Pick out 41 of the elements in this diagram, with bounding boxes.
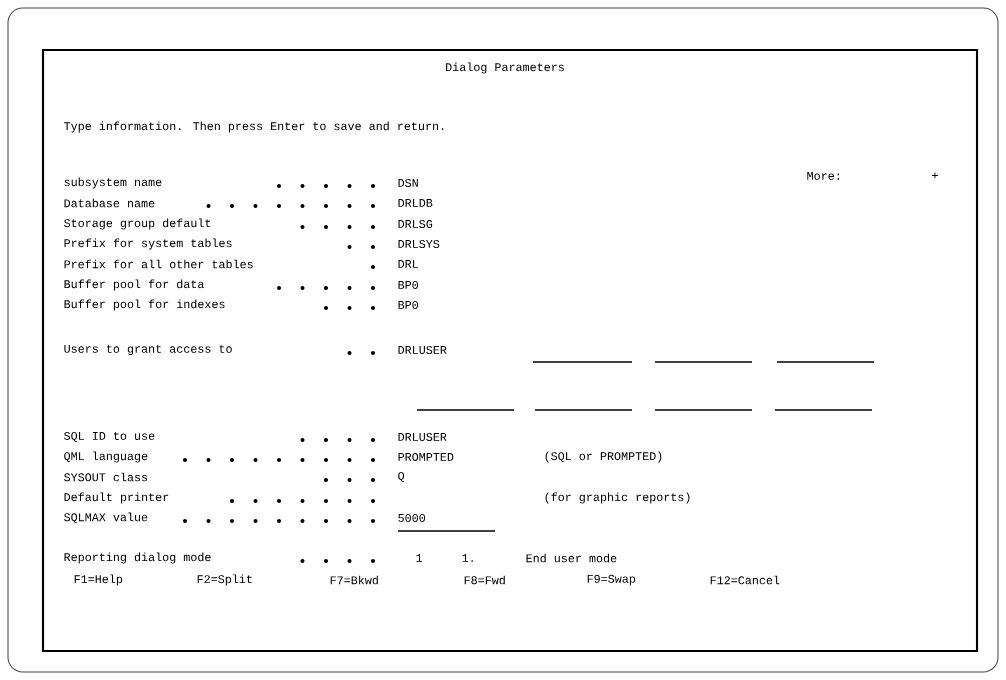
field-value: DRLUSER [398,433,447,441]
field-value: 1 [416,554,423,562]
field-label: Buffer pool for indexes [64,299,225,311]
function-key-label: F12=Cancel [710,575,780,585]
function-key-label: F7=Bkwd [330,575,378,585]
field-label: Prefix for all other tables [64,259,253,269]
field-label: SYSOUT class [64,472,148,482]
screen-title: Dialog Parameters [446,62,564,74]
field-value: DRLDB [398,199,433,207]
field-value: 5000 [398,514,426,522]
more-indicator: + [932,172,938,179]
function-key-label: F2=Split [197,574,252,586]
field-value: BP0 [398,301,418,309]
field-label: Reporting dialog mode [64,552,211,564]
field-label: SQL ID to use [64,431,155,443]
field-label: Users to grant access to [64,344,232,356]
option-number: 1. [462,554,473,562]
instruction-text: Type information. Then press Enter to save and return. [64,121,444,133]
function-key-label: F8=Fwd [464,575,505,585]
field-value: BP0 [398,281,418,289]
field-label: Database name [64,198,155,208]
field-value: DRLSYS [398,240,440,248]
field-label: Prefix for system tables [64,238,232,250]
field-label: subsystem name [64,177,162,189]
field-value: PROMPTED [398,453,454,461]
field-value: DRLUSER [398,346,447,354]
field-label: Buffer pool for data [64,279,204,291]
field-label: Default printer [64,492,169,504]
hint-text: (for graphic reports) [545,492,690,504]
field-value: Q [398,471,405,483]
function-key-label: F9=Swap [587,574,636,586]
field-value: DRLSG [398,220,433,228]
field-value: DSN [398,179,418,187]
field-label: QML language [64,451,148,463]
function-key-label: F1=Help [74,574,123,586]
field-label: Storage group default [64,218,211,230]
field-label: SQLMAX value [64,512,148,524]
field-value: DRL [398,260,418,268]
more-indicator: More: [807,172,839,180]
option-text: End user mode [526,553,617,563]
hint-text: (SQL or PROMPTED) [545,451,662,463]
